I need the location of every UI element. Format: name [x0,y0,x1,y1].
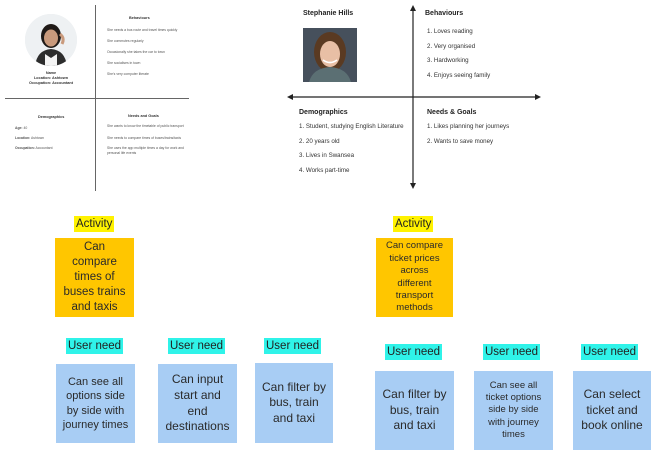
persona-small-avatar [25,14,77,66]
persona-large-behaviour: 1. Loves reading [427,28,473,35]
persona-large-demographic: 3. Lives in Swansea [299,152,355,159]
persona-large-demographic: 1. Student, studying English Literature [299,123,404,130]
persona-small-need: She needs to compare times of buses/trai… [107,136,182,140]
persona-small-behaviour: She socialises in town [107,61,141,65]
activity-label: Activity [393,216,434,232]
persona-small-caption: Name Location: Ashtown Occupation: Accou… [20,71,82,86]
persona-large-needs-list: 1. Likes planning her journeys 2. Wants … [427,123,509,152]
user-need-label: User need [264,338,322,354]
persona-small-behaviour: She needs a bus route and travel times q… [107,28,178,32]
persona-small-demographic: Location: Ashtown [15,136,45,140]
activity-sticky: Can compare ticket prices across differe… [376,238,453,317]
user-need-sticky: Can see all options side by side with jo… [56,364,135,443]
user-need-label: User need [168,338,226,354]
persona-large-need: 1. Likes planning her journeys [427,123,510,130]
persona-small-needs-list: She wants to know the timetable of publi… [107,124,191,155]
persona-large-demographics-title: Demographics [299,109,348,116]
persona-small-caption-occupation: Occupation: Accountant [29,80,73,85]
persona-small-demographic: Occupation: Accountant [15,146,53,150]
persona-small-demographics-title: Demographics [38,115,65,119]
persona-small-need: She uses the app multiple times a day fo… [107,146,184,155]
user-need-label: User need [66,338,124,354]
persona-small-needs-title: Needs and Goals [128,114,159,118]
user-need-sticky: Can filter by bus, train and taxi [255,363,333,443]
persona-small-horizontal-divider [5,98,189,99]
user-need-sticky: Can select ticket and book online [573,371,651,450]
persona-large-name: Stephanie Hills [303,10,354,17]
activity-label: Activity [74,216,115,232]
persona-large-behaviours-list: 1. Loves reading 2. Very organised 3. Ha… [427,28,490,86]
persona-small-behaviours-title: Behaviours [129,16,150,20]
persona-large-axes [287,5,541,189]
persona-small-behaviour: Occasionally she takes the car to town [107,50,165,54]
persona-small-caption-name: Name [45,71,57,75]
persona-large-demographics-list: 1. Student, studying English Literature … [299,123,404,181]
user-need-sticky: Can filter by bus, train and taxi [375,371,454,450]
persona-small-behaviours-list: She needs a bus route and travel times q… [107,28,189,83]
persona-small-need: She wants to know the timetable of publi… [107,124,184,128]
persona-large-need: 2. Wants to save money [427,137,494,145]
persona-small-caption-location: Location: Ashtown [33,75,69,80]
persona-small-demographics-list: Age: 40 Location: Ashtown Occupation: Ac… [15,126,90,156]
persona-large-behaviour: 2. Very organised [427,42,476,50]
persona-large-behaviour: 4. Enjoys seeing family [427,71,491,79]
persona-large-photo [303,28,357,82]
user-need-label: User need [385,344,443,360]
user-need-sticky: Can see all ticket options side by side … [474,371,553,450]
persona-large-demographic: 4. Works part-time [299,166,350,174]
persona-large-behaviours-title: Behaviours [425,10,464,17]
persona-small-behaviour: She's very computer literate [107,72,149,76]
persona-large-needs-title: Needs & Goals [427,109,477,116]
activity-sticky: Can compare times of buses trains and ta… [55,238,134,317]
user-need-label: User need [581,344,639,360]
persona-small-demographic: Age: 40 [15,126,28,130]
persona-large-behaviour: 3. Hardworking [427,57,469,64]
user-need-sticky: Can input start and end destinations [158,364,237,443]
persona-small-behaviour: She commutes regularly [107,39,144,43]
user-need-label: User need [483,344,541,360]
persona-large-demographic: 2. 20 years old [299,137,340,145]
